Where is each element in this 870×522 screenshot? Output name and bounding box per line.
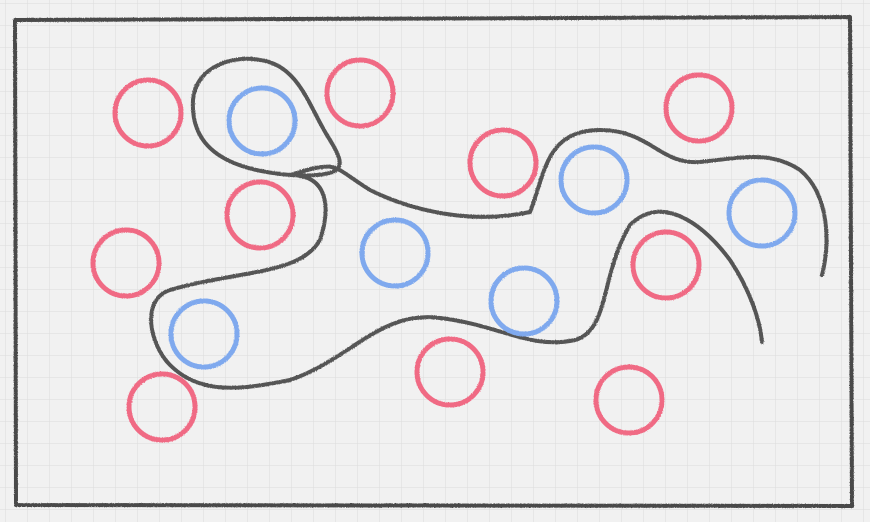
decision-boundary-upper	[288, 127, 829, 277]
red-circle	[112, 77, 184, 149]
blue-circle	[168, 298, 240, 370]
red-circle	[663, 72, 735, 144]
red-circle	[324, 57, 396, 129]
red-circle	[630, 229, 702, 301]
red-circle	[90, 227, 162, 299]
frame-border	[13, 15, 854, 508]
blue-circle	[359, 217, 431, 289]
blue-circle	[726, 177, 798, 249]
red-circle	[593, 364, 665, 436]
blue-circle	[226, 85, 298, 157]
red-circle	[467, 127, 539, 199]
data-points	[90, 57, 798, 443]
red-circle	[414, 336, 486, 408]
red-circle	[224, 179, 296, 251]
red-circle	[126, 371, 198, 443]
blue-circle	[488, 265, 560, 337]
blue-circle	[558, 144, 630, 216]
decision-boundary-lower	[149, 56, 764, 390]
